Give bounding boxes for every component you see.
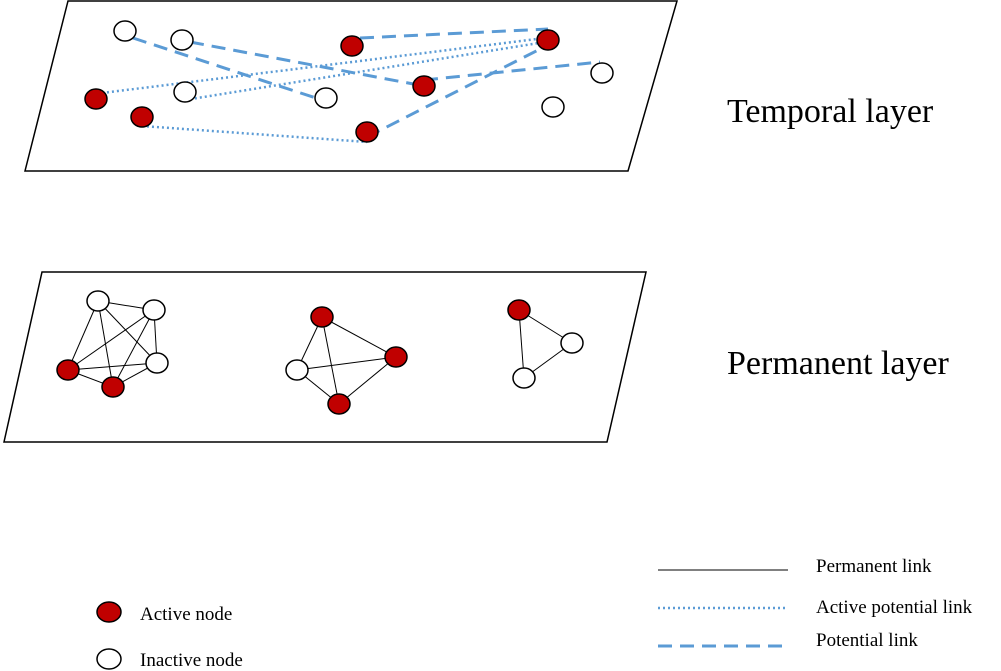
inactive-node (560, 332, 584, 354)
active-node (536, 29, 560, 51)
permanent-link (321, 316, 397, 358)
inactive-node (541, 96, 565, 118)
permanent-nodes (56, 290, 584, 415)
inactive-node (86, 290, 110, 312)
permanent-link (97, 300, 158, 364)
legend-links: Permanent link Active potential link Pot… (658, 556, 973, 651)
active-node (101, 376, 125, 398)
active-node (130, 106, 154, 128)
potential-link (359, 27, 549, 40)
active-node (384, 346, 408, 368)
active-node-label: Active node (140, 604, 232, 625)
inactive-node (285, 359, 309, 381)
inactive-node (113, 20, 137, 42)
potential-link-label: Potential link (816, 630, 918, 651)
permanent-link (321, 316, 340, 405)
legend-nodes: Active node Inactive node (96, 601, 243, 671)
active-potential-link (184, 40, 546, 102)
permanent-link (296, 356, 397, 371)
temporal-nodes (84, 20, 614, 128)
active-potential-link-label: Active potential link (816, 597, 973, 618)
inactive-node (173, 81, 197, 103)
active-node (84, 88, 108, 110)
inactive-node (590, 62, 614, 84)
inactive-node-label: Inactive node (140, 650, 243, 671)
permanent-link (67, 300, 99, 371)
active-node (507, 299, 531, 321)
node (355, 121, 379, 143)
permanent-link-label: Permanent link (816, 556, 932, 577)
inactive-node (512, 367, 536, 389)
inactive-node (170, 29, 194, 51)
active-node (340, 35, 364, 57)
permanent-link (338, 356, 397, 405)
permanent-link (67, 362, 158, 371)
permanent-link (112, 309, 155, 388)
inactive-node (314, 87, 338, 109)
active-node (412, 75, 436, 97)
inactive-node (142, 299, 166, 321)
permanent-link (67, 309, 155, 371)
temporal-layer-label: Temporal layer (727, 93, 934, 130)
potential-link (132, 36, 326, 103)
active-node-swatch (96, 601, 122, 623)
active-node (310, 306, 334, 328)
temporal-links (101, 27, 601, 144)
active-node (327, 393, 351, 415)
inactive-node (145, 352, 169, 374)
active-node (56, 359, 80, 381)
inactive-node-swatch (96, 648, 122, 670)
potential-link (189, 40, 425, 88)
potential-link (366, 43, 549, 139)
potential-link (423, 60, 601, 82)
permanent-link (518, 309, 525, 379)
permanent-layer-label: Permanent layer (727, 345, 950, 382)
